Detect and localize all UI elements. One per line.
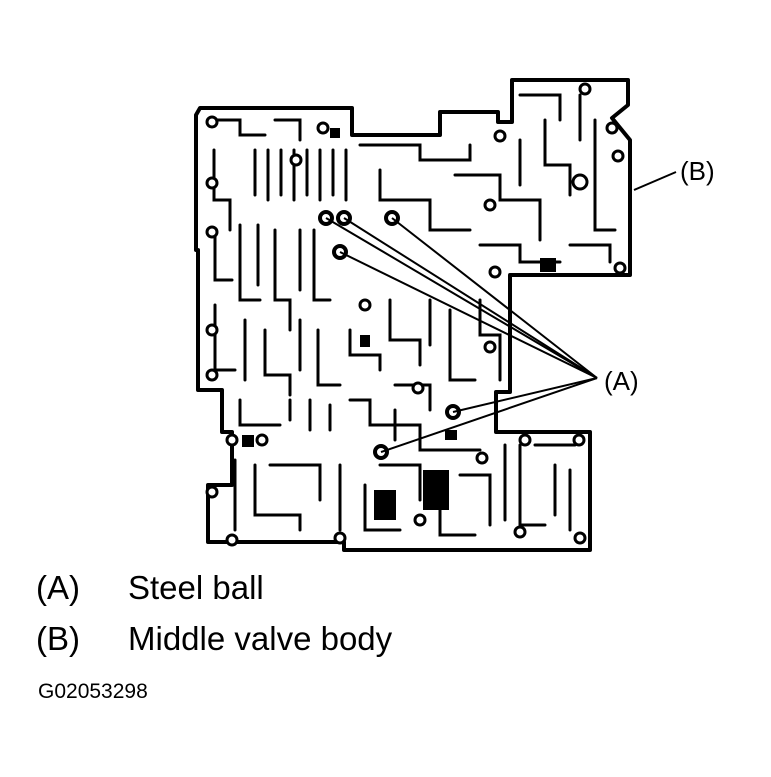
legend-key-b: (B)	[36, 620, 80, 657]
internal-passages	[212, 93, 617, 537]
figure-code: G02053298	[38, 680, 148, 703]
legend-text-a: Steel ball	[128, 569, 264, 606]
leader-line-b	[633, 171, 677, 191]
valve-body-outline	[194, 78, 632, 552]
callout-b: (B)	[680, 156, 715, 186]
solid-ports	[242, 128, 556, 520]
legend-key-a: (A)	[36, 569, 80, 606]
callout-a: (A)	[604, 366, 639, 396]
bolt-holes	[205, 82, 627, 547]
legend-text-b: Middle valve body	[128, 620, 393, 657]
leader-lines-a	[325, 217, 598, 453]
